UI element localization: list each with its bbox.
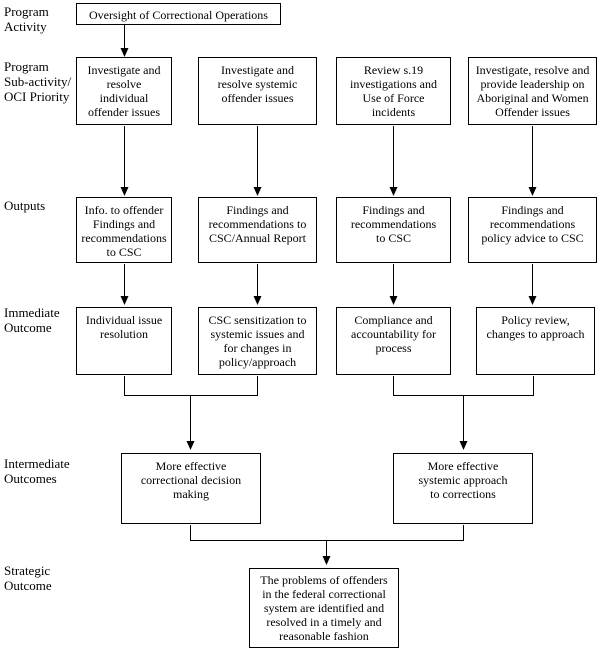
- box-immediate-individual-resolution: Individual issue resolution: [76, 307, 172, 375]
- box-sub-activity-aboriginal-women: Investigate, resolve and provide leaders…: [468, 57, 597, 125]
- bracket-immediate34: [393, 376, 534, 450]
- box-output-recommendations-csc: Findings and recommendations to CSC: [336, 197, 451, 263]
- box-sub-activity-systemic: Investigate and resolve systemic offende…: [198, 57, 317, 125]
- box-strategic-outcome: The problems of offenders in the federal…: [249, 568, 399, 648]
- box-program-activity: Oversight of Correctional Operations: [76, 3, 281, 25]
- row-label-strategic-outcome: Strategic Outcome: [4, 563, 52, 593]
- box-output-info-to-offender: Info. to offender Findings and recommend…: [76, 197, 172, 263]
- box-sub-activity-s19-use-of-force: Review s.19 investigations and Use of Fo…: [336, 57, 451, 125]
- box-immediate-compliance: Compliance and accountability for proces…: [336, 307, 451, 375]
- box-intermediate-systemic-approach: More effective systemic approach to corr…: [393, 453, 533, 524]
- row-label-immediate-outcome: Immediate Outcome: [4, 305, 60, 335]
- row-label-intermediate-outcomes: Intermediate Outcomes: [4, 456, 70, 486]
- arrow-sub1-to-output1: [120, 126, 129, 196]
- box-immediate-policy-review: Policy review, changes to approach: [476, 307, 595, 375]
- box-sub-activity-individual: Investigate and resolve individual offen…: [76, 57, 172, 125]
- row-label-program-activity: Program Activity: [4, 4, 49, 34]
- bracket-intermediate: [190, 525, 464, 565]
- arrow-output4-to-immediate4: [528, 264, 537, 305]
- arrow-sub4-to-output4: [528, 126, 537, 196]
- arrow-sub3-to-output3: [389, 126, 398, 196]
- box-output-policy-advice: Findings and recommendations policy advi…: [468, 197, 597, 263]
- row-label-outputs: Outputs: [4, 198, 46, 213]
- bracket-immediate12: [124, 376, 258, 450]
- arrow-activity-to-sub1: [120, 25, 129, 57]
- arrow-output3-to-immediate3: [389, 264, 398, 305]
- box-immediate-csc-sensitization: CSC sensitization to systemic issues and…: [198, 307, 317, 375]
- box-intermediate-decision-making: More effective correctional decision mak…: [121, 453, 261, 524]
- box-output-annual-report: Findings and recommendations to CSC/Annu…: [198, 197, 317, 263]
- arrow-output1-to-immediate1: [120, 264, 129, 305]
- arrow-output2-to-immediate2: [253, 264, 262, 305]
- arrow-sub2-to-output2: [253, 126, 262, 196]
- row-label-program-sub-activity: Program Sub-activity/ OCI Priority: [4, 59, 72, 104]
